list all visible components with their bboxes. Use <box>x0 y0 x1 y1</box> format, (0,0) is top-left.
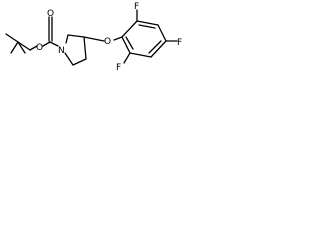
fluorine-bottom-label: F <box>116 63 121 73</box>
aryl-inner-bond-6 <box>125 36 134 50</box>
bond-carbonyl-nitrogen <box>49 41 59 47</box>
atom-labels: O O N O F F F <box>36 2 182 73</box>
ring-bond-c4-c5 <box>72 58 87 66</box>
ring-bond-n-c2 <box>65 34 69 44</box>
trifluorophenyl-ring <box>121 20 167 58</box>
aryl-inner-bond-4 <box>148 40 162 54</box>
bond-ether-oxygen-aryl <box>113 36 123 41</box>
ether-oxygen-label: O <box>104 37 111 47</box>
ring-bond-c2-c3 <box>67 34 85 38</box>
bond-c-f-bottom <box>123 52 131 64</box>
tert-butyl-group <box>5 33 31 54</box>
carbonyl-oxygen-label: O <box>47 9 54 19</box>
tbu-bond-2 <box>10 41 19 54</box>
fluorine-right-label: F <box>177 38 182 48</box>
aryl-inner-bond-2 <box>138 24 156 29</box>
fluorine-top-label: F <box>134 2 139 12</box>
bond-o-carbonyl-carbon <box>42 41 51 47</box>
aryl-bond-3 <box>157 24 167 42</box>
ester-oxygen-label: O <box>36 43 43 53</box>
tbu-bond-4 <box>17 41 31 51</box>
tbu-bond-1 <box>5 33 19 43</box>
pyrrolidine-ring <box>64 34 87 66</box>
chemical-structure: O O N O F F F <box>5 2 182 73</box>
aryl-bond-5 <box>129 52 152 58</box>
aryl-bond-4 <box>150 40 167 58</box>
bond-c3-ether-oxygen <box>83 36 105 42</box>
aryl-bond-6 <box>121 36 131 54</box>
aryl-bond-2 <box>136 20 159 26</box>
ring-bond-c3-c4 <box>83 36 87 60</box>
tbu-bond-3 <box>17 41 26 54</box>
ring-bond-c5-n <box>64 52 74 66</box>
ether-linkage <box>83 36 123 42</box>
fluorine-substituent-bonds <box>123 9 178 64</box>
bond-o-tbu <box>29 45 38 51</box>
carbamate-group <box>29 16 59 51</box>
aryl-bond-1 <box>121 20 138 38</box>
ring-nitrogen-label: N <box>58 46 65 56</box>
